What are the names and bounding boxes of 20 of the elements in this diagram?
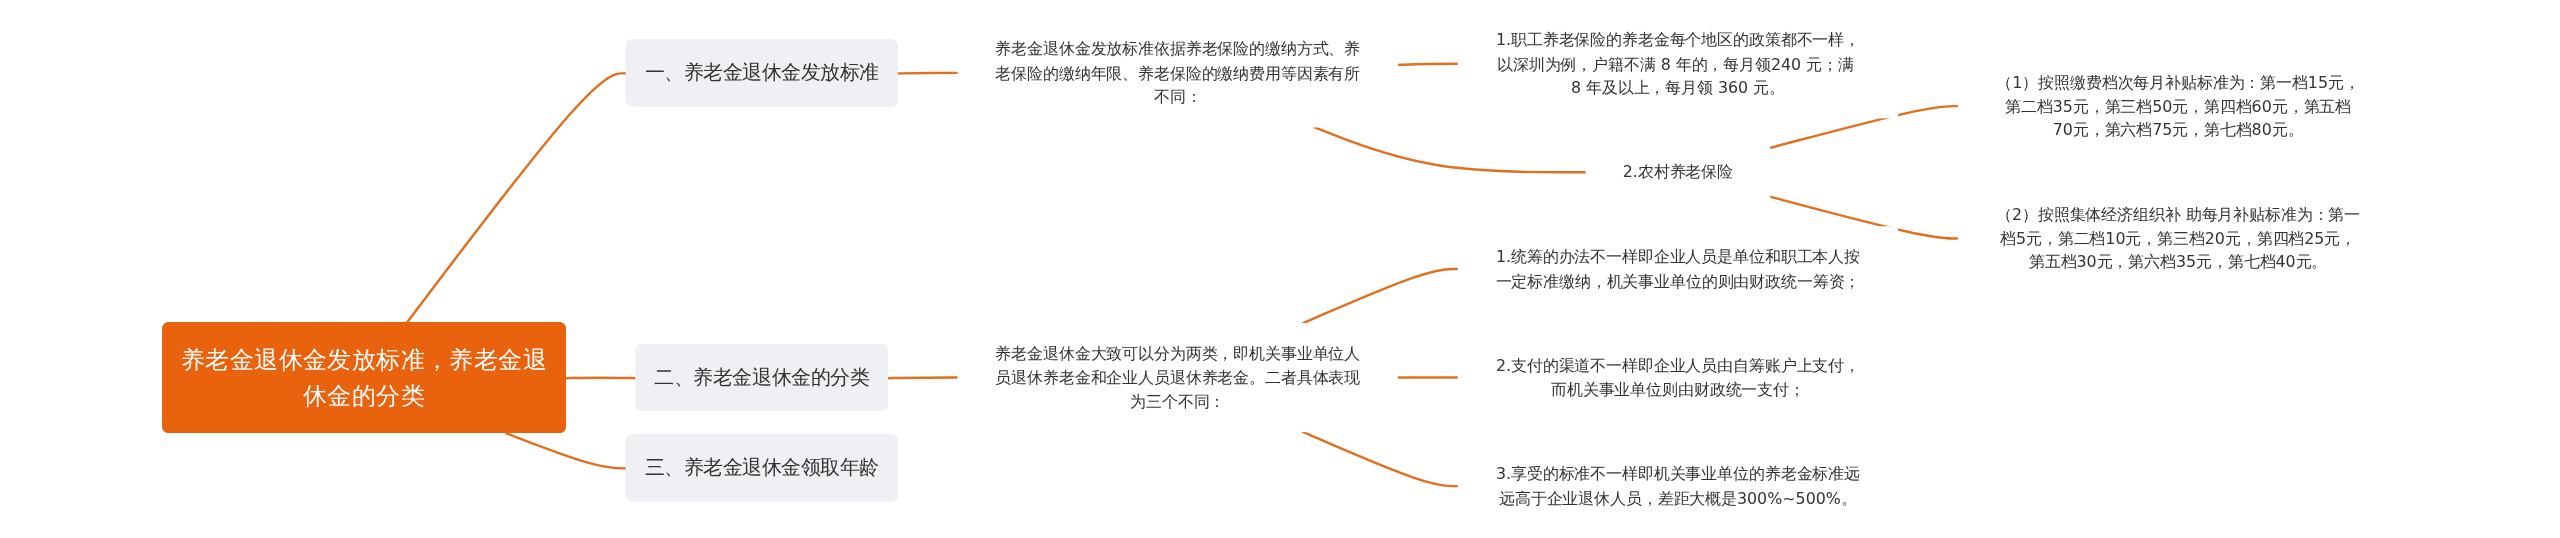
connector	[1301, 430, 1459, 488]
connector	[1769, 195, 1959, 240]
connector	[405, 72, 627, 324]
node-text: 1.职工养老保险的养老金每个地区的政策都不一样，以深圳为例，户籍不满 8 年的，每月领240 元；满 8 年及以上，每月领 360 元。	[1495, 30, 1860, 97]
node-text: （2）按照集体经济组织补 助每月补贴标准为：第一档5元，第二档10元，第三档20元，第四档25元，第五档30元，第六档35元，第七档40元。	[1995, 205, 2360, 272]
connector	[1301, 267, 1459, 325]
node-text: 1.统筹的办法不一样即企业人员是单位和职工本人按一定标准缴纳，机关事业单位的则由财政统一筹资；	[1495, 247, 1861, 290]
connector	[1397, 62, 1459, 67]
node-text: 养老金退休金发放标准依据养老保险的缴纳方式、养老保险的缴纳年限、养老保险的缴纳费用等因素有所不同：	[995, 39, 1360, 106]
connector	[887, 376, 958, 380]
connector	[1397, 376, 1459, 379]
connector	[897, 71, 958, 75]
node-text: （1）按照缴费档次每月补贴标准为：第一档15元，第二档35元，第三档50元，第四档60元，第五档70元，第六档75元，第七档80元。	[1996, 72, 2360, 139]
node-text: 2.农村养老保险	[1622, 162, 1733, 182]
connector	[1312, 125, 1586, 174]
node-text: 养老金退休金大致可以分为两类，即机关事业单位人员退休养老金和企业人员退休养老金。二者具体表现为三个不同：	[995, 344, 1360, 411]
node-text: 2.支付的渠道不一样即企业人员由自筹账户上支付，而机关事业单位则由财政统一支付；	[1495, 356, 1860, 399]
connector	[1769, 104, 1959, 150]
node-text: 3.享受的标准不一样即机关事业单位的养老金标准远远高于企业退休人员，差距大概是300%~500%。	[1495, 464, 1860, 507]
connector	[504, 431, 627, 470]
